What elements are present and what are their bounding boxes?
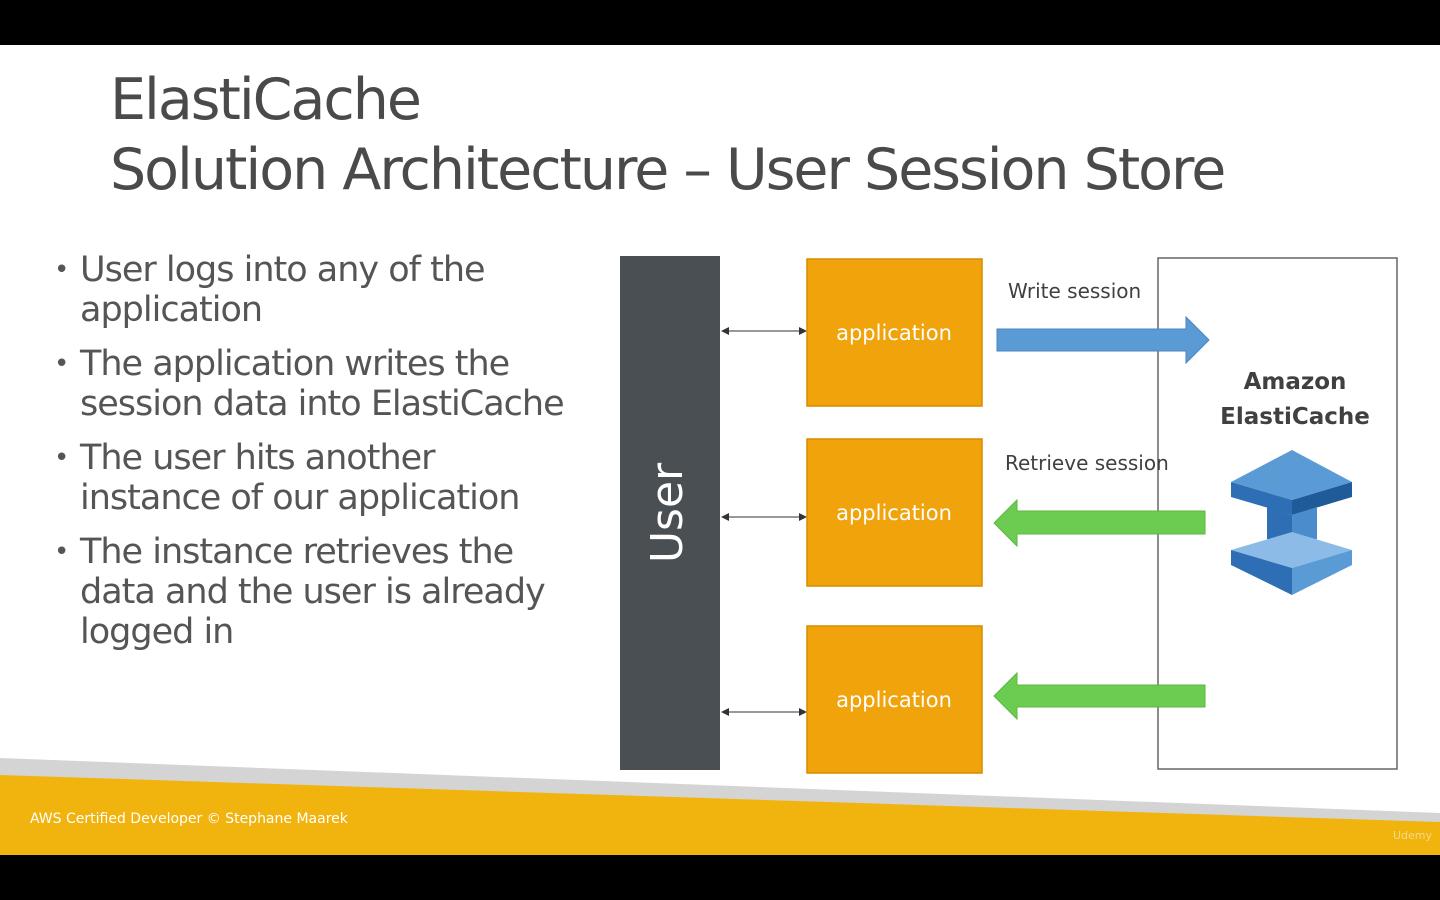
- bullet-list: • User logs into any of the application …: [52, 250, 572, 666]
- application-node: application: [806, 438, 983, 587]
- application-box: [806, 258, 983, 407]
- application-box: [806, 438, 983, 587]
- bullet-item: • The instance retrieves the data and th…: [52, 532, 572, 652]
- architecture-diagram: User application application application…: [0, 256, 1440, 855]
- application-node: application: [806, 625, 983, 774]
- slide-title-line-2: Solution Architecture – User Session Sto…: [110, 137, 1226, 203]
- bullet-text: The instance retrieves the data and the …: [80, 532, 546, 652]
- bullet-dot-icon: •: [54, 537, 69, 567]
- footer-band: [0, 775, 1440, 855]
- retrieve-session-arrow: [993, 498, 1206, 548]
- write-session-arrow: [996, 315, 1210, 365]
- service-name-line-1: Amazon: [1244, 369, 1347, 395]
- bullet-item: • The user hits another instance of our …: [52, 438, 572, 518]
- user-actor: User: [620, 256, 720, 770]
- application-node: application: [806, 258, 983, 407]
- application-label: application: [836, 501, 952, 525]
- bullet-text: User logs into any of the application: [80, 250, 486, 330]
- udemy-watermark: Udemy: [1392, 829, 1432, 842]
- footer-credit: AWS Certified Developer © Stephane Maare…: [30, 811, 348, 827]
- slide: ElastiCache Solution Architecture – User…: [0, 45, 1440, 855]
- elasticache-icon: [1231, 450, 1352, 595]
- bullet-dot-icon: •: [54, 349, 69, 379]
- retrieve-arrow-2: [993, 671, 1206, 721]
- retrieve-session-label: Retrieve session: [1005, 451, 1169, 475]
- application-box: [806, 625, 983, 774]
- bullet-dot-icon: •: [54, 255, 69, 285]
- bullet-text: The user hits another instance of our ap…: [80, 438, 520, 518]
- bullet-dot-icon: •: [54, 443, 69, 473]
- service-name-line-2: ElastiCache: [1220, 404, 1370, 430]
- bullet-text: The application writes the session data …: [80, 344, 565, 424]
- user-label: User: [642, 462, 693, 563]
- bullet-item: • The application writes the session dat…: [52, 344, 572, 424]
- application-label: application: [836, 688, 952, 712]
- slide-title-line-1: ElastiCache: [110, 67, 422, 133]
- bullet-item: • User logs into any of the application: [52, 250, 572, 330]
- application-label: application: [836, 321, 952, 345]
- write-session-label: Write session: [1008, 279, 1141, 303]
- user-bar: [620, 256, 720, 770]
